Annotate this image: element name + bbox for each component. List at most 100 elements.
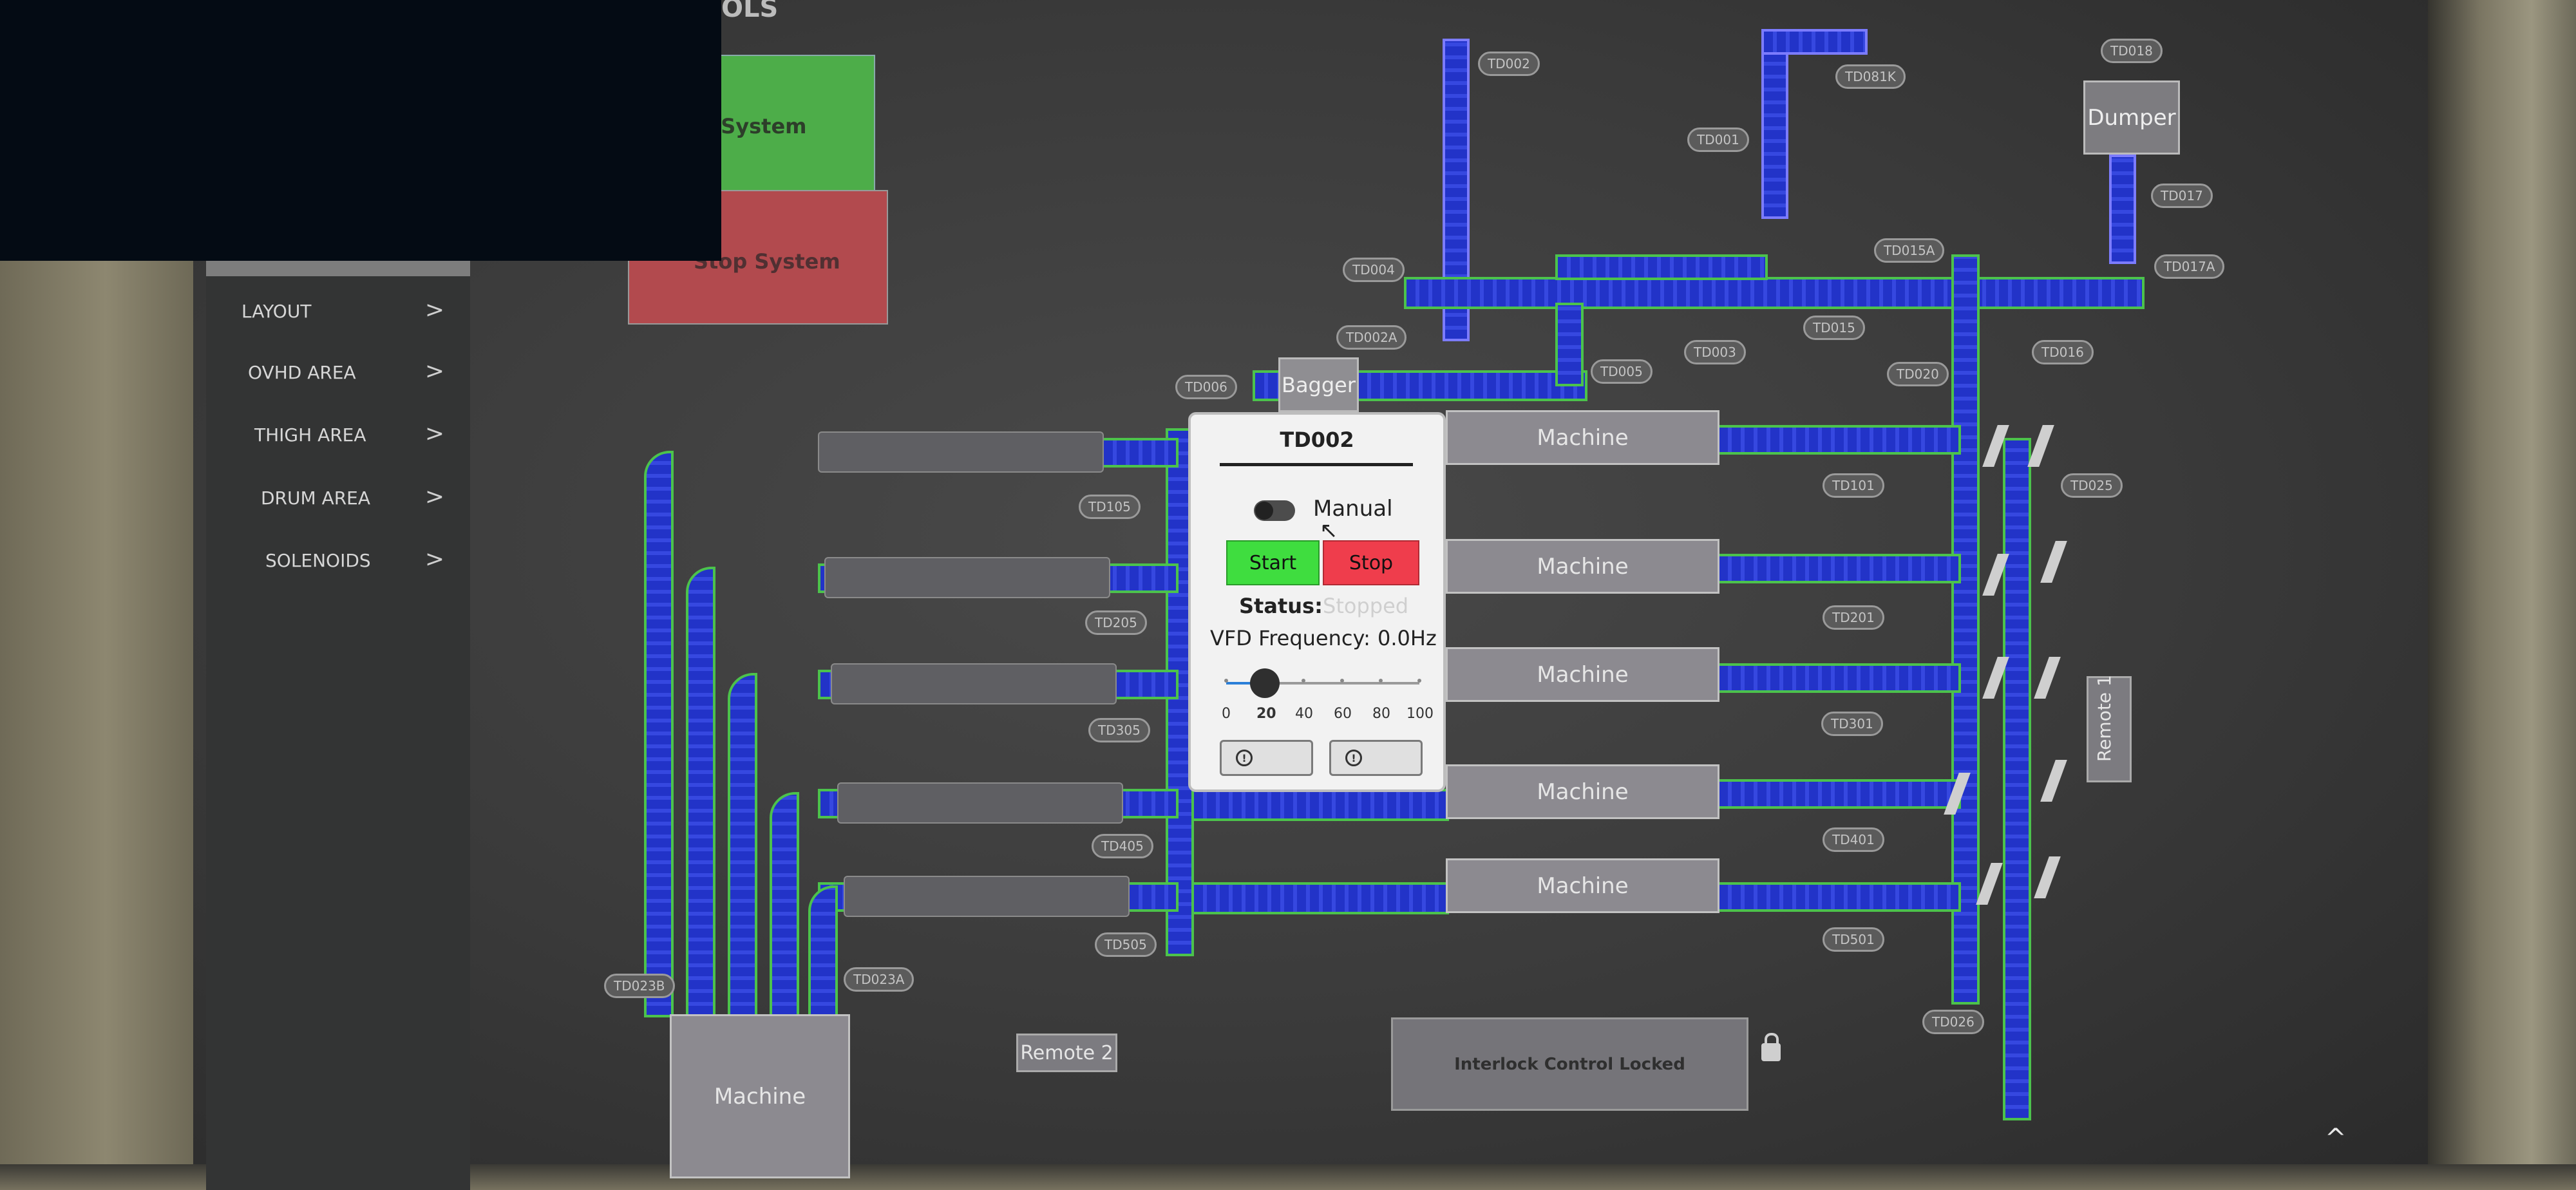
tag-td023b[interactable]: TD023B xyxy=(604,974,675,998)
tag-td005[interactable]: TD005 xyxy=(1591,359,1653,384)
conveyor-td015a[interactable] xyxy=(1555,254,1768,280)
tag-td017a[interactable]: TD017A xyxy=(2154,254,2225,279)
fault-button-1[interactable]: ! xyxy=(1220,740,1313,776)
chevron-right-icon: > xyxy=(424,358,444,384)
status-label: Status: xyxy=(1239,594,1323,618)
tag-td205[interactable]: TD205 xyxy=(1085,610,1147,635)
sidebar-item-solenoids[interactable]: SOLENOIDS > xyxy=(206,542,470,581)
sidebar-item-ovhd-area[interactable]: OVHD AREA > xyxy=(206,354,470,393)
tag-td015[interactable]: TD015 xyxy=(1803,316,1865,340)
slider-tick xyxy=(1224,679,1228,683)
machine-bottom[interactable]: Machine xyxy=(670,1014,850,1178)
conveyor-td026[interactable] xyxy=(2003,438,2031,1120)
conveyor-td301[interactable] xyxy=(1716,663,1961,693)
conveyor-td081k[interactable] xyxy=(1761,29,1868,55)
tag-td101[interactable]: TD101 xyxy=(1823,473,1884,498)
bagger[interactable]: Bagger xyxy=(1278,357,1359,412)
tag-td025[interactable]: TD025 xyxy=(2061,473,2123,498)
remote-1-panel[interactable]: Remote 1 xyxy=(2087,675,2132,782)
bezel-right xyxy=(2428,0,2576,1190)
slider-tick xyxy=(1417,679,1421,683)
slider-tick-label: 0 xyxy=(1222,706,1231,722)
conveyor-td017[interactable] xyxy=(2109,155,2136,264)
sidebar-item-drum-area[interactable]: DRUM AREA > xyxy=(206,480,470,518)
machinery-row-3 xyxy=(831,663,1117,704)
lock-icon xyxy=(1761,1033,1781,1061)
conveyor-td023b[interactable] xyxy=(644,451,674,1017)
chevron-right-icon: > xyxy=(424,484,444,510)
speed-slider-handle[interactable] xyxy=(1250,668,1280,698)
remote-1-label: Remote 1 xyxy=(2094,675,2115,762)
conveyor-td001[interactable] xyxy=(1761,29,1788,219)
conveyor-td005[interactable] xyxy=(1555,303,1584,386)
chevron-right-icon: > xyxy=(424,420,444,447)
dumper[interactable]: Dumper xyxy=(2083,80,2180,155)
slider-tick-label: 60 xyxy=(1334,706,1352,722)
slider-tick-label: 100 xyxy=(1406,706,1434,722)
tag-td006[interactable]: TD006 xyxy=(1175,375,1237,399)
interlock-control-panel[interactable]: Interlock Control Locked xyxy=(1391,1017,1748,1111)
conveyor-td401-loop[interactable] xyxy=(1191,789,1449,821)
fault-badge-icon: ! xyxy=(1236,750,1253,766)
tag-td105[interactable]: TD105 xyxy=(1079,495,1141,519)
tag-td505[interactable]: TD505 xyxy=(1095,932,1157,957)
sidebar-item-label: SOLENOIDS xyxy=(265,550,371,571)
conveyor-td401[interactable] xyxy=(1716,779,1961,809)
vfd-frequency-value: 0.0Hz xyxy=(1378,626,1437,650)
tag-td017[interactable]: TD017 xyxy=(2151,184,2213,208)
conveyor-td201[interactable] xyxy=(1716,554,1961,583)
conveyor-td101[interactable] xyxy=(1716,425,1961,455)
fault-badge-icon: ! xyxy=(1345,750,1362,766)
tag-td004[interactable]: TD004 xyxy=(1343,258,1405,282)
tag-td501[interactable]: TD501 xyxy=(1823,927,1884,952)
remote-2-panel[interactable]: Remote 2 xyxy=(1016,1034,1117,1072)
speed-slider-track[interactable] xyxy=(1226,682,1419,685)
tag-td301[interactable]: TD301 xyxy=(1821,712,1883,736)
tag-td018[interactable]: TD018 xyxy=(2101,39,2163,63)
machine-1[interactable]: Machine xyxy=(1446,410,1719,465)
redaction-overlay xyxy=(0,0,721,261)
tag-td026[interactable]: TD026 xyxy=(1922,1010,1984,1034)
tag-td020[interactable]: TD020 xyxy=(1887,362,1949,386)
stop-button[interactable]: Stop xyxy=(1323,540,1419,585)
machinery-row-1 xyxy=(818,431,1104,473)
fault-button-2[interactable]: ! xyxy=(1329,740,1423,776)
sidebar-item-layout[interactable]: LAYOUT > xyxy=(206,293,470,332)
tag-td002[interactable]: TD002 xyxy=(1478,52,1540,76)
conveyor-return-2[interactable] xyxy=(686,567,715,1017)
sidebar: LAYOUT > OVHD AREA > THIGH AREA > DRUM A… xyxy=(206,261,470,1190)
tag-td016[interactable]: TD016 xyxy=(2032,340,2094,364)
tag-td405[interactable]: TD405 xyxy=(1092,834,1153,858)
chevron-up-icon[interactable]: ^ xyxy=(2325,1124,2347,1153)
machine-2[interactable]: Machine xyxy=(1446,539,1719,594)
start-button[interactable]: Start xyxy=(1226,540,1320,585)
tag-td002a[interactable]: TD002A xyxy=(1336,325,1407,350)
conveyor-return-4[interactable] xyxy=(770,792,799,1017)
conveyor-td023a[interactable] xyxy=(808,885,838,1017)
conveyor-td020[interactable] xyxy=(1951,254,1980,1005)
tag-td401[interactable]: TD401 xyxy=(1823,827,1884,852)
sidebar-item-label: THIGH AREA xyxy=(254,424,366,446)
machine-4[interactable]: Machine xyxy=(1446,764,1719,819)
conveyor-return-3[interactable] xyxy=(728,673,757,1017)
tag-td201[interactable]: TD201 xyxy=(1823,605,1884,630)
machine-5[interactable]: Machine xyxy=(1446,858,1719,913)
manual-mode-toggle[interactable] xyxy=(1254,500,1295,521)
tag-td023a[interactable]: TD023A xyxy=(844,967,914,992)
sidebar-item-label: DRUM AREA xyxy=(261,487,371,509)
conveyor-td501[interactable] xyxy=(1716,882,1961,912)
toggle-knob xyxy=(1255,502,1273,520)
machine-3[interactable]: Machine xyxy=(1446,647,1719,702)
tools-title: OLS xyxy=(721,0,779,23)
slider-tick xyxy=(1302,679,1305,683)
sidebar-item-thigh-area[interactable]: THIGH AREA > xyxy=(206,417,470,455)
conveyor-td015[interactable] xyxy=(1404,277,2145,309)
tag-td003[interactable]: TD003 xyxy=(1684,340,1746,364)
conveyor-td501-loop[interactable] xyxy=(1191,882,1449,914)
slider-tick-label: 20 xyxy=(1256,706,1276,722)
tag-td001[interactable]: TD001 xyxy=(1687,128,1749,152)
manual-label: Manual xyxy=(1313,496,1393,522)
tag-td015a[interactable]: TD015A xyxy=(1874,238,1945,263)
tag-td305[interactable]: TD305 xyxy=(1088,718,1150,742)
tag-td081k[interactable]: TD081K xyxy=(1835,64,1906,89)
